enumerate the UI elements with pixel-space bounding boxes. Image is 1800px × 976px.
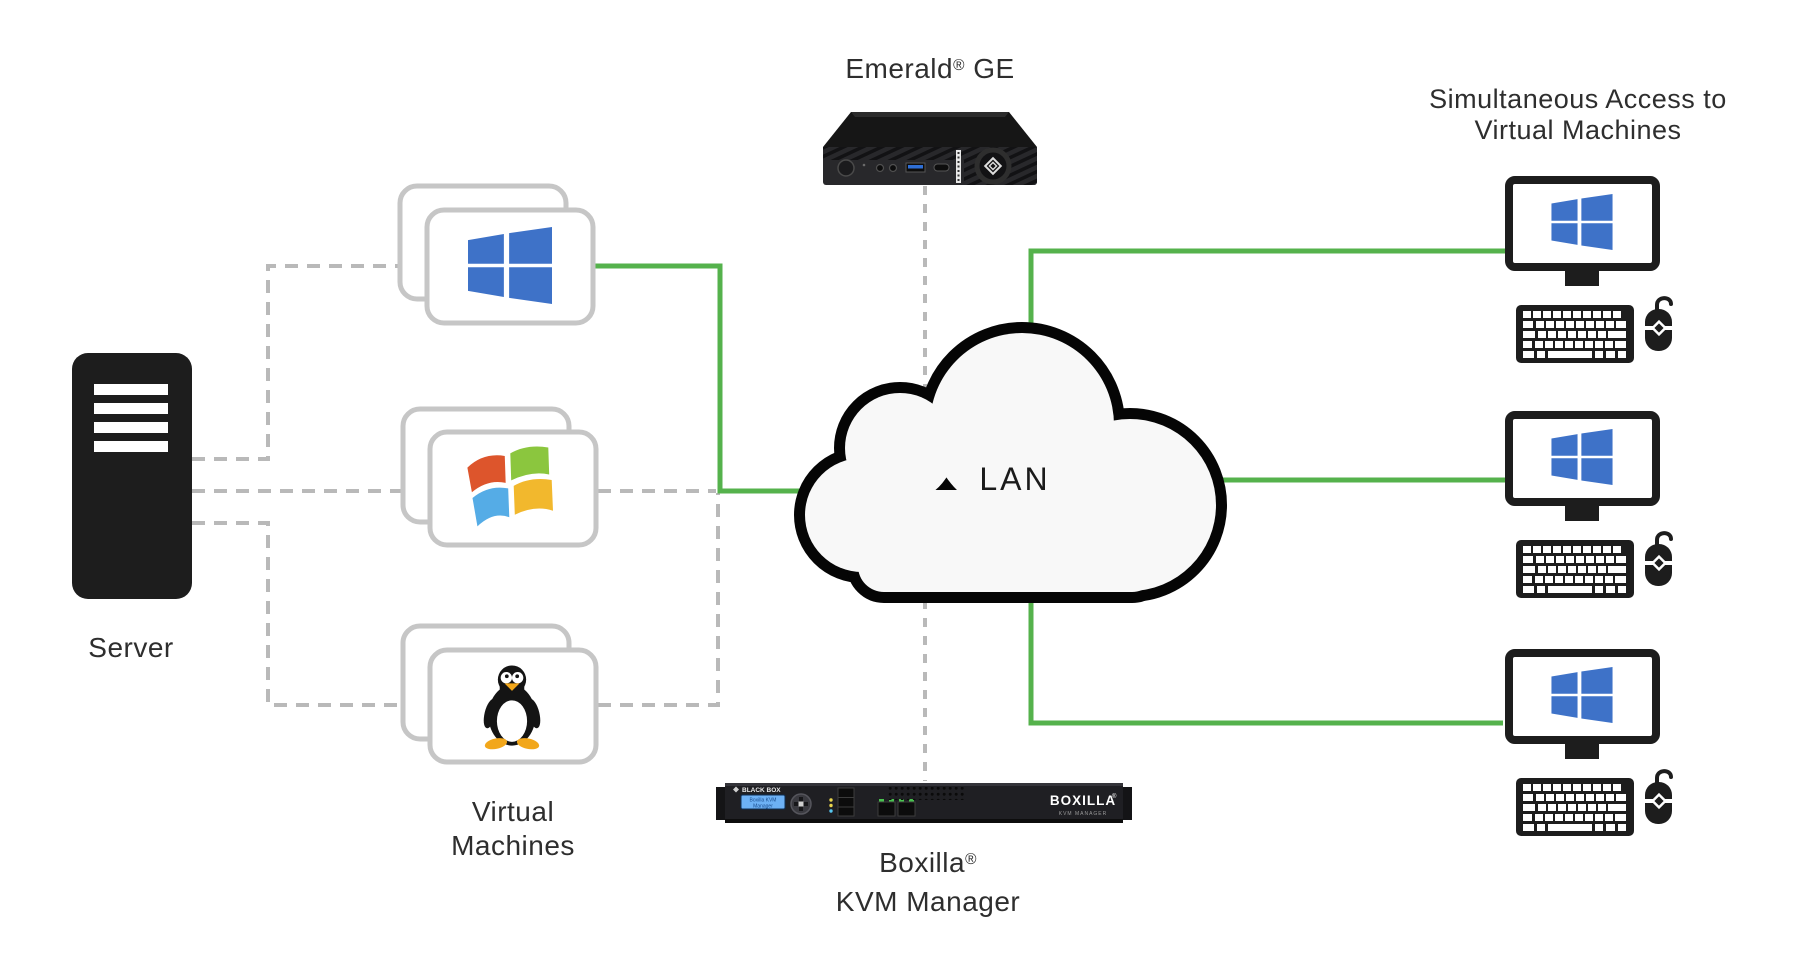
workstation-2 <box>1509 415 1672 598</box>
boxilla-network-port-1 <box>877 801 896 817</box>
boxilla-logo-reg: ® <box>1112 793 1117 800</box>
dashed-link-server-to-vm1 <box>192 264 402 461</box>
boxilla-lcd <box>740 794 786 810</box>
simultaneous-access-line2: Virtual Machines <box>1474 115 1682 145</box>
vm-stack-windows-classic <box>400 406 599 548</box>
boxilla-label-line2: KVM Manager <box>835 886 1021 917</box>
virtual-machines-label: Virtual Machines <box>393 795 633 863</box>
emerald-ge-label-reg: ® <box>953 57 965 75</box>
boxilla-label-reg: ® <box>965 851 977 869</box>
emerald-ge-label-suffix: GE <box>964 53 1015 84</box>
simultaneous-access-label: Simultaneous Access to Virtual Machines <box>1398 84 1758 146</box>
workstation-1 <box>1509 180 1672 363</box>
emerald-ge-label: Emerald® GE <box>755 53 1105 85</box>
lan-label: LAN <box>979 461 1051 497</box>
boxilla-label-line1: Boxilla® <box>879 847 977 878</box>
workstation-3 <box>1509 653 1672 836</box>
server-label: Server <box>88 632 174 663</box>
boxilla-label: Boxilla® KVM Manager <box>763 846 1093 919</box>
boxilla-device: BLACK BOX Boxilla KVM Manager BOXILLA ® … <box>716 783 1132 823</box>
boxilla-logo-sub: KVM MANAGER <box>1059 811 1108 817</box>
boxilla-network-port-2 <box>897 801 916 817</box>
server-icon <box>72 353 192 599</box>
vm-stack-windows-modern <box>397 183 596 326</box>
boxilla-lcd-line2: Manager <box>753 804 773 810</box>
vm-stack-linux <box>400 623 599 765</box>
boxilla-lcd-line1: Boxilla KVM <box>750 798 777 804</box>
virtual-machines-line1: Virtual <box>471 796 555 827</box>
emerald-ge-device <box>823 112 1037 185</box>
blackbox-brand-text: BLACK BOX <box>742 787 781 794</box>
green-link-vm1-to-cloud <box>593 263 832 494</box>
dashed-connection-lines <box>192 186 927 781</box>
lan-cloud <box>794 322 1227 603</box>
emerald-ge-label-name: Emerald <box>845 53 954 84</box>
boxilla-logo-text: BOXILLA <box>1050 793 1116 808</box>
dashed-link-vm3-to-junction <box>598 493 720 707</box>
virtual-machines-line2: Machines <box>451 830 575 861</box>
dashed-link-server-to-vm3 <box>192 521 402 707</box>
simultaneous-access-line1: Simultaneous Access to <box>1429 84 1727 114</box>
